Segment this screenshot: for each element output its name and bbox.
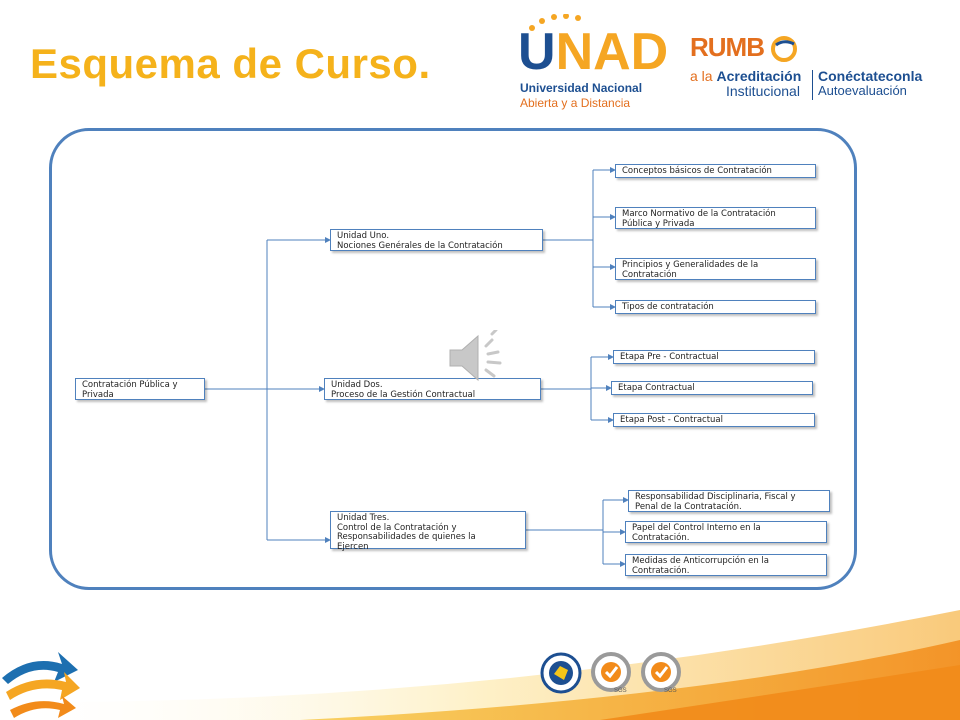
rumbo-line1: a la Acreditación [690,68,801,84]
unad-logo-dots [529,14,581,31]
unad-wordmark-u: U [518,23,556,81]
topic-node: Responsabilidad Disciplinaria, Fiscal y … [628,490,830,512]
topic-node: Etapa Post - Contractual [613,413,815,427]
topic-node: Papel del Control Interno en la Contrata… [625,521,827,543]
topic-node: Etapa Contractual [611,381,813,395]
topic-node: Marco Normativo de la Contratación Públi… [615,207,816,229]
diagram-frame [49,128,857,590]
sgs-label: SGS [664,688,677,694]
rumbo-separator [812,70,813,100]
sgs-seal-icon [591,652,631,692]
unit-node-3: Unidad Tres. Control de la Contratación … [330,511,526,551]
unit-node-2: Unidad Dos. Proceso de la Gestión Contra… [324,378,541,400]
rumbo-logo: RUMB a la Acreditación Institucional Con… [690,32,940,102]
unit-node-1: Unidad Uno. Nociones Genérales de la Con… [330,229,543,251]
unad-line2: Abierta y a Distancia [520,96,631,110]
rumbo-right2: Autoevaluación [818,83,907,98]
topic-node: Conceptos básicos de Contratación [615,164,816,178]
rumbo-line1-prefix: a la [690,68,717,84]
rumbo-line2: Institucional [726,83,800,99]
rumbo-right1: Conéctateconla [818,68,923,84]
slide-title: Esquema de Curso. [30,40,431,87]
unad-wordmark: UNAD [518,22,668,82]
topic-node: Etapa Pre - Contractual [613,350,815,364]
rumbo-globe-icon [771,36,798,63]
sgs-seal-2: SGS [640,652,682,698]
unad-logo: UNAD Universidad Nacional Abierta y a Di… [518,14,668,110]
topic-node: Tipos de contratación [615,300,816,314]
rumbo-arrow-icon [2,652,80,718]
speaker-icon[interactable] [446,330,512,386]
topic-node: Medidas de Anticorrupción en la Contrata… [625,554,827,576]
rumbo-word: RUMB [690,32,798,63]
rumbo-word-text: RUMB [690,32,765,62]
root-node: Contratación Pública y Privada [75,378,205,400]
rumbo-line1-bold: Acreditación [716,68,802,84]
sgs-seal-1: SGS [590,652,632,698]
footer-swoosh [0,610,960,720]
unad-line1: Universidad Nacional [520,81,643,95]
unad-wordmark-rest: NAD [555,23,669,81]
sgs-seal-icon [641,652,681,692]
icontec-seal-icon [540,652,582,694]
sgs-label: SGS [614,688,627,694]
topic-node: Principios y Generalidades de la Contrat… [615,258,816,280]
